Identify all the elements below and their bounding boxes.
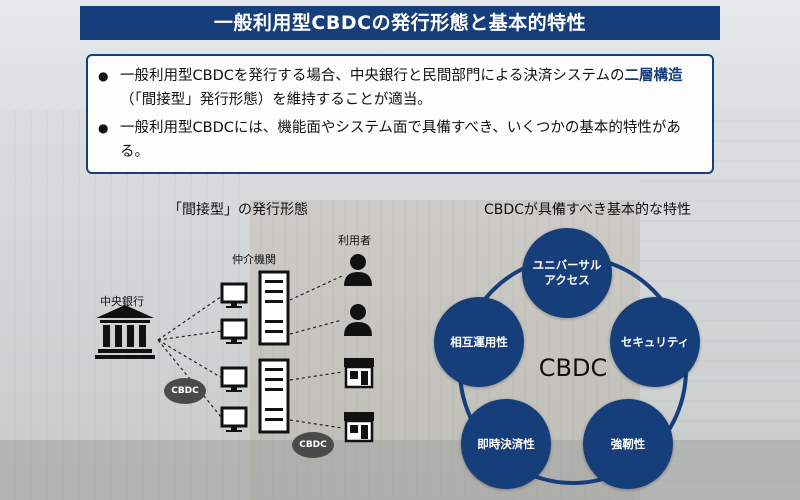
cbdc-badge-1: CBDC xyxy=(164,378,206,404)
bullet-1: ● 一般利用型CBDCを発行する場合、中央銀行と民間部門による決済システムの二層… xyxy=(98,64,698,112)
right-diagram-title: CBDCが具備すべき基本的な特性 xyxy=(484,202,691,218)
intermediary-terminal-2 xyxy=(220,318,248,344)
feature-instant-settlement: 即時決済性 xyxy=(461,399,551,489)
bullet-1-after: （「間接型」発行形態）を維持することが適当。 xyxy=(120,92,432,108)
intermediary-terminal-1 xyxy=(220,270,290,346)
bullet-dot-icon: ● xyxy=(98,69,109,83)
cbdc-center-label: CBDC xyxy=(538,354,608,382)
shop-icon xyxy=(344,358,374,389)
bank-icon xyxy=(95,305,155,359)
bullet-1-highlight: 二層構造 xyxy=(624,68,683,84)
bullet-dot-icon: ● xyxy=(98,121,109,135)
shop-icon xyxy=(344,412,374,443)
bullet-1-before: 一般利用型CBDCを発行する場合、中央銀行と民間部門による決済システムの xyxy=(120,68,625,84)
feature-security: セキュリティ xyxy=(610,297,700,387)
feature-resilience: 強靭性 xyxy=(583,399,673,489)
person-icon xyxy=(344,304,372,336)
cbdc-badge-2: CBDC xyxy=(292,432,334,458)
person-icon xyxy=(344,254,372,286)
user-connection-lines xyxy=(289,275,343,429)
feature-universal-access: ユニバーサル アクセス xyxy=(522,228,612,318)
slide-title: 一般利用型CBDCの発行形態と基本的特性 xyxy=(80,6,720,40)
intermediary-label: 仲介機関 xyxy=(232,253,276,266)
summary-box: ● 一般利用型CBDCを発行する場合、中央銀行と民間部門による決済システムの二層… xyxy=(86,54,714,174)
intermediary-terminal-3 xyxy=(220,358,290,434)
bullet-2-text: 一般利用型CBDCには、機能面やシステム面で具備すべき、いくつかの基本的特性があ… xyxy=(120,120,681,160)
central-bank-label: 中央銀行 xyxy=(100,295,144,308)
left-diagram-title: 「間接型」の発行形態 xyxy=(168,202,308,218)
intermediary-terminal-4 xyxy=(220,406,248,432)
feature-interoperability: 相互運用性 xyxy=(434,297,524,387)
bullet-1-text: 一般利用型CBDCを発行する場合、中央銀行と民間部門による決済システムの二層構造… xyxy=(120,64,698,112)
users-label: 利用者 xyxy=(338,234,371,247)
bullet-2: ● 一般利用型CBDCには、機能面やシステム面で具備すべき、いくつかの基本的特性… xyxy=(98,116,698,164)
